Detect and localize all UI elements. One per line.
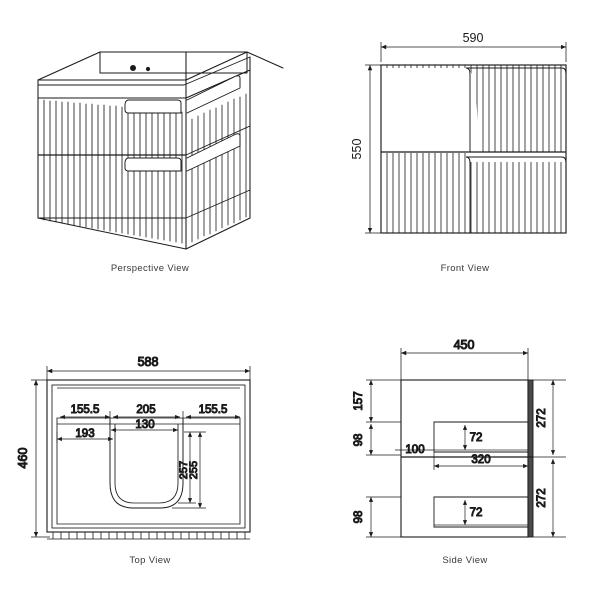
deck-back-panel bbox=[99, 51, 248, 74]
perspective-view-caption: Perspective View bbox=[110, 263, 190, 274]
side-back-panel bbox=[527, 379, 534, 538]
deck-left-edge bbox=[37, 51, 101, 99]
front-handle-lower-top bbox=[466, 156, 567, 164]
handle-recess-upper bbox=[124, 99, 182, 114]
top-center-segment-value: 205 bbox=[136, 404, 155, 416]
side-dim-left-stack bbox=[366, 379, 401, 538]
top-view: 588 460 155.5 205 155.5 130 193 257 255 bbox=[15, 354, 251, 540]
fluted-panel-right-upper bbox=[191, 93, 247, 243]
top-cabinet-inner bbox=[51, 384, 246, 529]
front-handle-lower-left bbox=[465, 156, 471, 233]
side-cabinet-outline bbox=[400, 379, 529, 538]
front-dim-width bbox=[380, 42, 567, 62]
tap-hole-large bbox=[130, 65, 136, 71]
cabinet-bottom-right-hidden bbox=[185, 189, 251, 219]
front-height-value: 550 bbox=[350, 139, 364, 160]
cabinet-bottom-front bbox=[37, 217, 187, 250]
side-lower-drawer-box bbox=[433, 496, 529, 528]
side-view: 450 157 98 98 100 72 72 320 272 272 bbox=[352, 337, 566, 538]
basin-width-value: 130 bbox=[135, 419, 154, 431]
top-view-caption: Top View bbox=[129, 555, 171, 566]
deck-front-lip bbox=[37, 79, 187, 99]
inner-offset-value: 193 bbox=[75, 428, 94, 440]
top-dim-inner-offset bbox=[56, 432, 113, 443]
cabinet-right-side bbox=[185, 69, 251, 250]
side-lower-section-value: 272 bbox=[536, 488, 548, 507]
handle-recess-upper-right bbox=[186, 75, 241, 114]
side-view-caption: Side View bbox=[442, 555, 488, 566]
fluted-panel-upper bbox=[43, 99, 183, 244]
front-handle-upper-left bbox=[465, 67, 471, 152]
handle-recess-lower bbox=[124, 157, 182, 172]
side-dim-right-stack bbox=[533, 379, 566, 538]
top-dim-basin-depth bbox=[172, 431, 206, 509]
deck-inner-diag bbox=[185, 51, 248, 81]
side-upper-drawer-value: 98 bbox=[353, 434, 365, 447]
side-lower-inner-height-value: 72 bbox=[470, 507, 483, 519]
side-top-gap-value: 157 bbox=[353, 391, 365, 410]
top-dim-width bbox=[46, 366, 251, 382]
front-handle-upper-top bbox=[466, 67, 567, 75]
top-width-value: 588 bbox=[138, 355, 159, 369]
tap-hole-small bbox=[145, 66, 151, 72]
side-lower-drawer-value: 98 bbox=[353, 511, 365, 524]
basin-depth-inner-value: 255 bbox=[188, 461, 200, 479]
side-depth-value: 450 bbox=[454, 338, 475, 352]
deck-inner-top bbox=[37, 51, 187, 81]
side-drawer-depth-value: 320 bbox=[471, 454, 490, 466]
front-view bbox=[365, 42, 567, 234]
deck-right-edge bbox=[246, 51, 284, 69]
top-dim-segments bbox=[60, 411, 240, 424]
basin-depth-outer-value: 257 bbox=[178, 461, 190, 479]
top-left-segment-value: 155.5 bbox=[71, 404, 100, 416]
front-flutes-upper bbox=[386, 65, 562, 152]
front-flutes-lower bbox=[386, 153, 562, 233]
top-right-segment-value: 155.5 bbox=[199, 404, 228, 416]
top-cabinet-outline bbox=[46, 379, 251, 533]
drawer-divider-right bbox=[185, 125, 251, 156]
side-drawer-offset-value: 100 bbox=[405, 444, 424, 456]
handle-recess-lower-right bbox=[186, 133, 241, 172]
front-cabinet-outline bbox=[380, 64, 567, 234]
side-dim-depth bbox=[400, 348, 529, 382]
front-width-value: 590 bbox=[463, 31, 484, 45]
top-serrated-edge bbox=[47, 531, 250, 540]
side-upper-section-value: 272 bbox=[536, 408, 548, 427]
perspective-view bbox=[37, 51, 284, 250]
side-dim-inner bbox=[395, 425, 528, 525]
side-upper-inner-height-value: 72 bbox=[470, 432, 483, 444]
basin-cutout-inner bbox=[114, 424, 179, 504]
basin-cutout-outer bbox=[109, 418, 184, 509]
side-upper-drawer-box bbox=[433, 421, 529, 453]
top-depth-value: 460 bbox=[16, 448, 30, 469]
front-view-caption: Front View bbox=[440, 263, 490, 274]
deck-top-surface-line bbox=[37, 56, 251, 86]
